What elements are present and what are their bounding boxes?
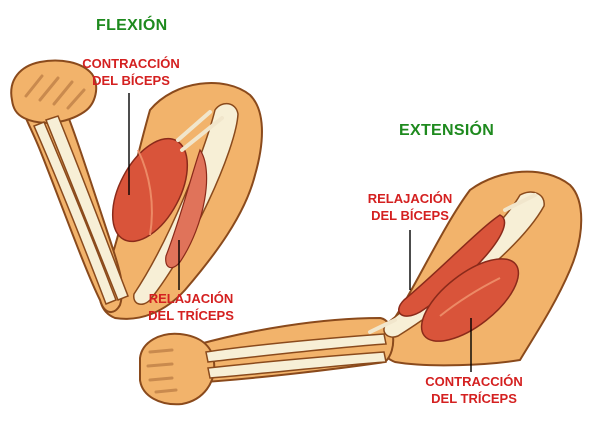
extended-fist (139, 332, 216, 406)
flexed-ulna (33, 121, 117, 305)
flexed-finger-bones (24, 74, 86, 110)
flexed-biceps-striation (137, 149, 153, 236)
flexed-triceps (165, 148, 208, 269)
extended-arm (139, 170, 583, 406)
extension-triceps-label: CONTRACCIÓN DEL TRÍCEPS (418, 373, 530, 407)
flexion-title: FLEXIÓN (96, 17, 168, 34)
flexion-biceps-line2: DEL BÍCEPS (92, 73, 170, 88)
extension-triceps-line2: DEL TRÍCEPS (431, 391, 517, 406)
extended-triceps-striation (439, 277, 501, 317)
leader-lines (128, 93, 472, 372)
flexed-tendons (176, 110, 224, 152)
extension-biceps-label: RELAJACIÓN DEL BÍCEPS (355, 190, 465, 224)
flexed-forearm-bones (45, 115, 129, 301)
flexion-triceps-line2: DEL TRÍCEPS (148, 308, 234, 323)
flexion-biceps-label: CONTRACCIÓN DEL BÍCEPS (76, 55, 186, 89)
extended-ulna (207, 351, 387, 379)
flexion-triceps-line1: RELAJACIÓN (148, 291, 234, 306)
extension-triceps-line1: CONTRACCIÓN (425, 374, 523, 389)
flexion-biceps-line1: CONTRACCIÓN (82, 56, 180, 71)
flexion-triceps-label: RELAJACIÓN DEL TRÍCEPS (136, 290, 246, 324)
extension-title: EXTENSIÓN (399, 122, 495, 139)
flexed-arm (10, 59, 263, 320)
extended-triceps (420, 258, 520, 342)
extended-biceps (398, 214, 506, 317)
extension-biceps-line1: RELAJACIÓN (367, 191, 453, 206)
extended-tendons (368, 193, 537, 334)
flexed-fist (10, 59, 98, 124)
extended-finger-bones (146, 348, 178, 394)
extended-forearm-bones (205, 333, 387, 363)
extension-biceps-line2: DEL BÍCEPS (371, 208, 449, 223)
